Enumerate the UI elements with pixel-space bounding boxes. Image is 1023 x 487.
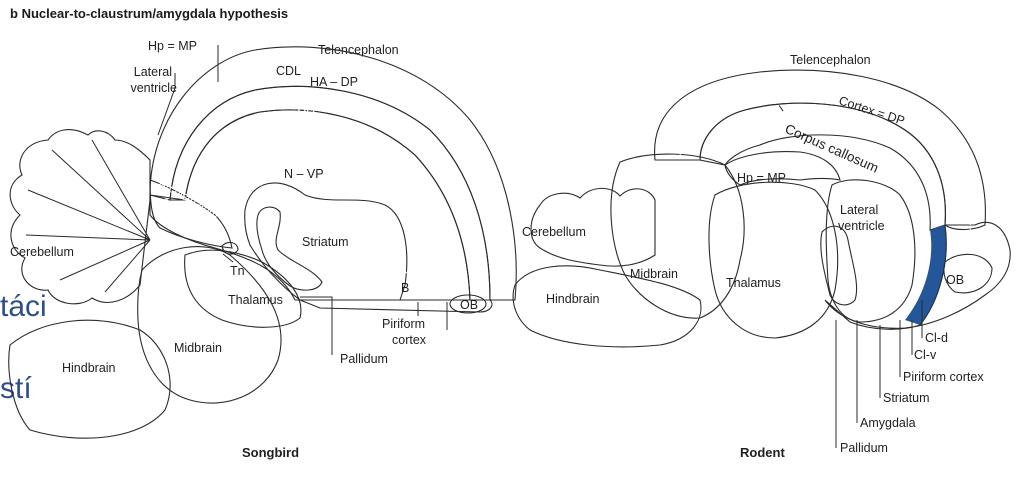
- songbird-lateral-ventricle-label-2: ventricle: [130, 81, 177, 95]
- rodent-ob-label: OB: [946, 273, 964, 287]
- rodent-lateral-ventricle-label: Lateral: [840, 203, 878, 217]
- rodent-cerebellum-label: Cerebellum: [522, 225, 586, 239]
- rodent-hp-label: Hp = MP: [737, 171, 786, 185]
- rodent-midbrain-shape: [611, 154, 744, 318]
- rodent-pallidum-label: Pallidum: [840, 441, 888, 455]
- songbird-thalamus-shape: [185, 250, 301, 327]
- songbird-telencephalon-label: Telencephalon: [318, 43, 399, 57]
- songbird-hindbrain-label: Hindbrain: [62, 361, 116, 375]
- rodent-clv-label: Cl-v: [914, 348, 937, 362]
- rodent-thalamus-shape: [709, 182, 838, 338]
- rodent-diagram: Telencephalon I Cortex = DP Corpus callo…: [513, 53, 1010, 460]
- songbird-striatum-label: Striatum: [302, 235, 349, 249]
- rodent-striatum-label: Striatum: [883, 391, 930, 405]
- rodent-hindbrain-label: Hindbrain: [546, 292, 600, 306]
- songbird-cdl-label: CDL: [276, 64, 301, 78]
- songbird-l2-label: L2: [252, 156, 266, 170]
- rodent-caption: Rodent: [740, 445, 785, 460]
- rodent-layers-label: I: [777, 104, 786, 115]
- songbird-ob-label: OB: [460, 298, 478, 312]
- rodent-piriform-label: Piriform cortex: [903, 370, 984, 384]
- songbird-hp-label: Hp = MP: [148, 39, 197, 53]
- rodent-lateral-ventricle-label-2: ventricle: [838, 219, 885, 233]
- rodent-striatum-shape: [826, 180, 915, 322]
- songbird-hindbrain-shape: [9, 320, 170, 438]
- rodent-cld-label: Cl-d: [925, 331, 948, 345]
- songbird-cerebellum-shape: [10, 130, 150, 304]
- songbird-midbrain-shape: [138, 247, 281, 403]
- rodent-midbrain-label: Midbrain: [630, 267, 678, 281]
- songbird-piriform-label-2: cortex: [392, 333, 427, 347]
- songbird-diagram: Hp = MP Lateral ventricle Telencephalon …: [9, 39, 516, 460]
- songbird-lateral-ventricle-label: Lateral: [134, 65, 172, 79]
- songbird-midbrain-label: Midbrain: [174, 341, 222, 355]
- songbird-ha-label: HA – DP: [310, 75, 358, 89]
- songbird-cerebellum-label: Cerebellum: [10, 245, 74, 259]
- rodent-corpus-callosum-label: Corpus callosum: [783, 121, 881, 176]
- rodent-telencephalon-label: Telencephalon: [790, 53, 871, 67]
- songbird-piriform-label: Piriform: [382, 317, 425, 331]
- songbird-b-label: B: [401, 281, 409, 295]
- rodent-thalamus-label: Thalamus: [726, 276, 781, 290]
- rodent-amygdala-label: Amygdala: [860, 416, 916, 430]
- songbird-caption: Songbird: [242, 445, 299, 460]
- rodent-ventricle-band: [905, 225, 946, 325]
- songbird-tn-label: Tn: [230, 264, 245, 278]
- songbird-n-label: N – VP: [284, 167, 324, 181]
- songbird-pallidum-label: Pallidum: [340, 352, 388, 366]
- songbird-hv-label: HV = LP: [295, 104, 344, 129]
- songbird-thalamus-label: Thalamus: [228, 293, 283, 307]
- songbird-e-label: E: [342, 184, 350, 198]
- rodent-cortex-label: Cortex = DP: [837, 94, 906, 128]
